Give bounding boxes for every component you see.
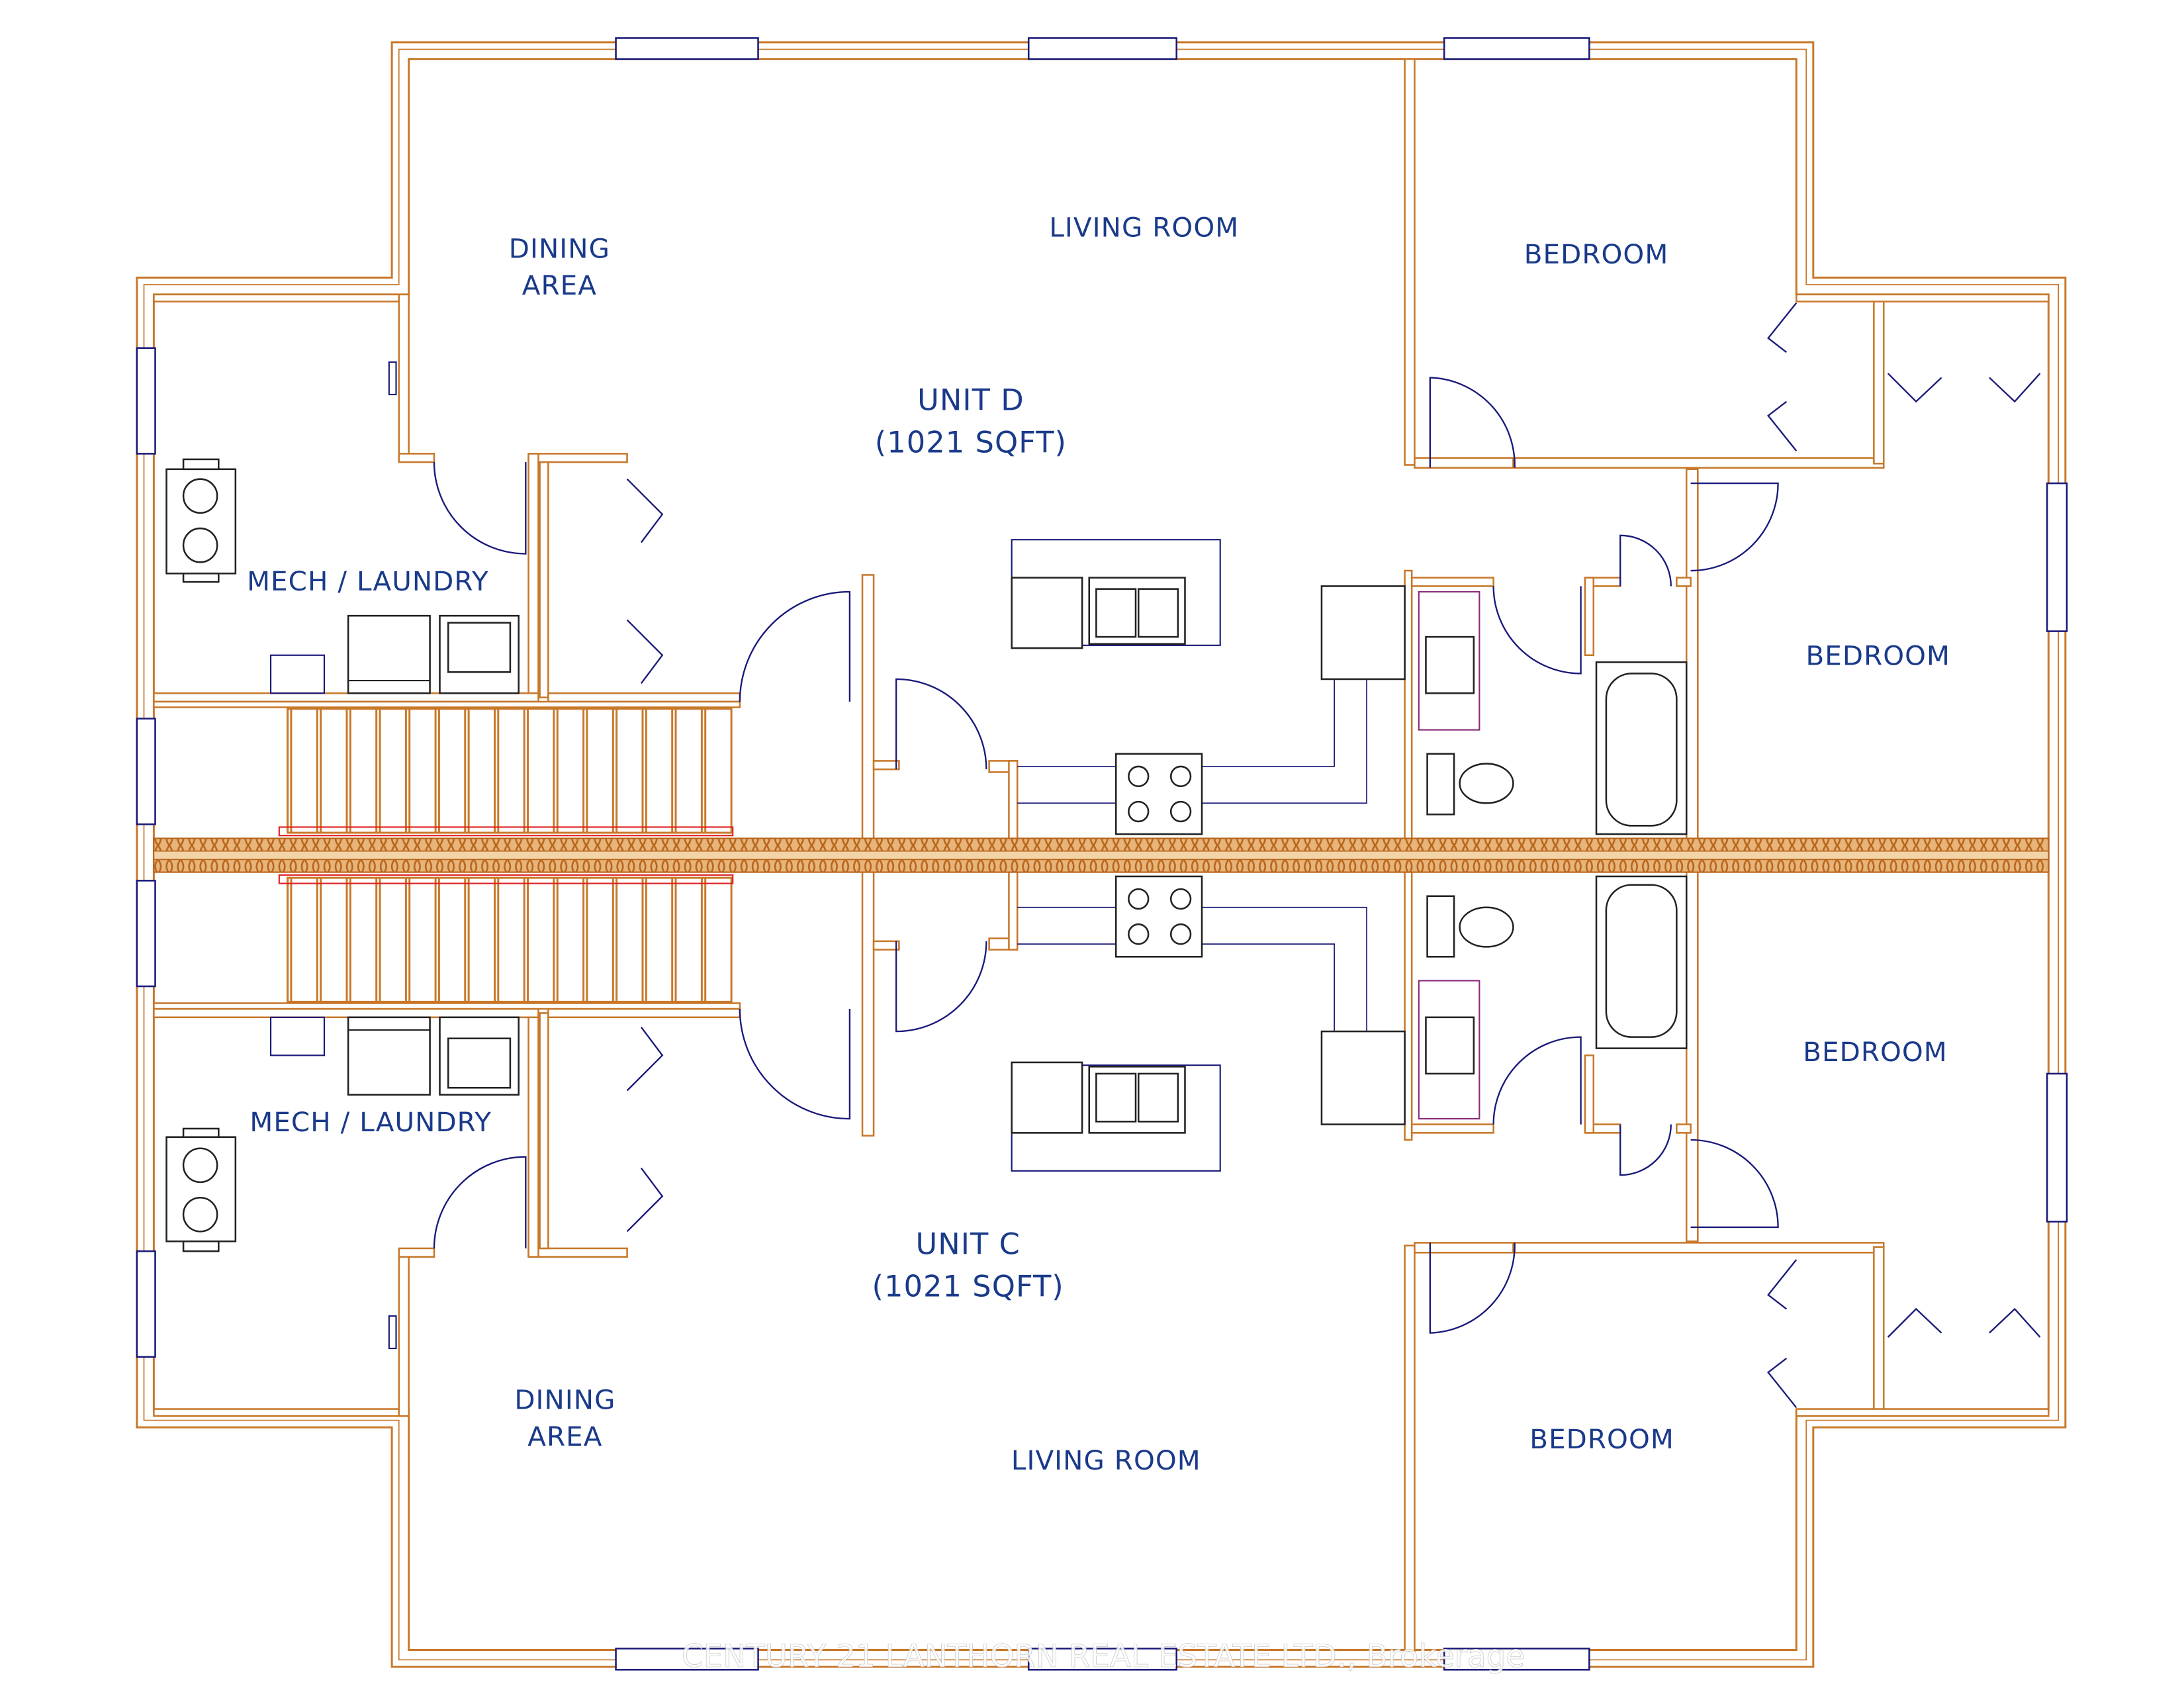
room-label-mech: MECH / LAUNDRY bbox=[250, 1106, 492, 1138]
room-label-living: LIVING ROOM bbox=[1049, 212, 1239, 244]
unit-area: (1021 SQFT) bbox=[875, 425, 1067, 459]
room-label-bedroom: BEDROOM bbox=[1805, 640, 1950, 672]
room-label-bedroom: BEDROOM bbox=[1529, 1423, 1674, 1455]
unit-name: UNIT D bbox=[917, 383, 1024, 417]
room-label-bedroom: BEDROOM bbox=[1524, 238, 1669, 270]
room-label-living: LIVING ROOM bbox=[1011, 1444, 1201, 1476]
room-label-dining-2: AREA bbox=[522, 269, 597, 301]
windows bbox=[136, 37, 2068, 1671]
unit-c-layout bbox=[152, 867, 2050, 1653]
watermark: CENTURY 21 LANTHORN REAL ESTATE LTD., Br… bbox=[682, 1639, 1525, 1675]
room-label-dining: DINING bbox=[509, 233, 610, 265]
room-label-mech: MECH / LAUNDRY bbox=[247, 565, 489, 597]
unit-c-labels: DINING AREA LIVING ROOM BEDROOM BEDROOM … bbox=[250, 1036, 1948, 1476]
unit-d-layout bbox=[152, 58, 2050, 844]
unit-d-labels: DINING AREA LIVING ROOM BEDROOM BEDROOM … bbox=[247, 212, 1950, 672]
unit-area: (1021 SQFT) bbox=[872, 1269, 1064, 1303]
room-label-dining: DINING bbox=[514, 1384, 615, 1416]
unit-name: UNIT C bbox=[915, 1227, 1020, 1261]
room-label-bedroom: BEDROOM bbox=[1803, 1036, 1948, 1068]
room-label-dining-2: AREA bbox=[527, 1421, 602, 1452]
